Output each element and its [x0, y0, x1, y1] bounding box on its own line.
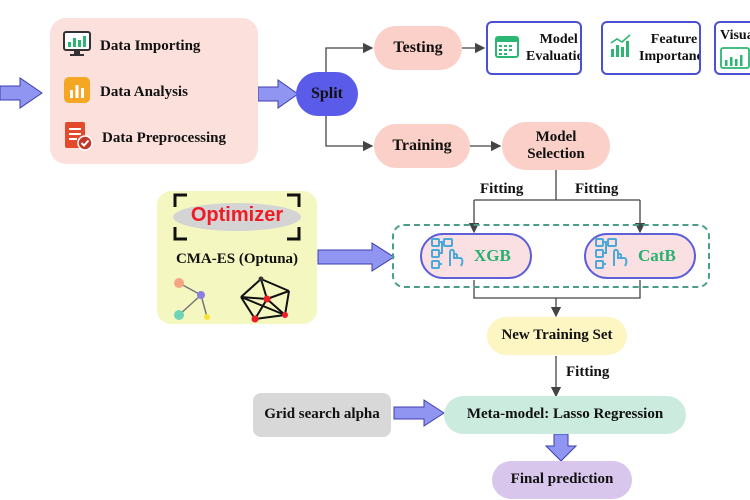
document-check-icon — [62, 120, 94, 157]
model-selection-node[interactable]: Model Selection — [502, 122, 610, 170]
line-chart-icon — [720, 46, 750, 74]
bar-chart-icon — [62, 75, 92, 110]
optimizer-to-models-arrow — [317, 242, 395, 272]
optimizer-badge — [173, 203, 301, 231]
model-selection-line2: Selection — [527, 146, 585, 162]
data-analysis-label: Data Analysis — [100, 83, 188, 100]
testing-node[interactable]: Testing — [374, 26, 462, 70]
final-prediction-node[interactable]: Final prediction — [492, 461, 632, 499]
model-evaluation-line1: Model — [539, 31, 578, 47]
split-to-training-line — [325, 116, 374, 152]
molecule-icon — [174, 278, 210, 320]
optimizer-subtitle: CMA-ES (Optuna) — [175, 251, 299, 267]
grid-to-meta-arrow — [393, 399, 445, 427]
fitting-label-right: Fitting — [575, 181, 619, 197]
tree-hand-icon — [430, 236, 466, 275]
input-arrow — [0, 77, 43, 109]
xgb-label: XGB — [474, 246, 511, 266]
split-node[interactable]: Split — [296, 72, 358, 116]
data-analysis-row[interactable]: Data Analysis — [62, 76, 252, 108]
meta-model-node[interactable]: Meta-model: Lasso Regression — [444, 396, 686, 434]
tree-hand-icon — [594, 236, 630, 275]
data-preprocessing-row[interactable]: Data Preprocessing — [62, 121, 258, 155]
new-training-set-node[interactable]: New Training Set — [487, 317, 627, 355]
model-evaluation-line2: Evaluation — [526, 49, 580, 64]
model-selection-line1: Model — [535, 128, 577, 145]
optimizer-title: Optimizer — [190, 204, 284, 226]
feature-importance-line2: Importance — [639, 49, 699, 64]
optimizer-graphics — [173, 193, 301, 323]
data-importing-label: Data Importing — [100, 37, 201, 54]
split-to-testing-line — [325, 42, 374, 72]
training-node[interactable]: Training — [374, 124, 470, 168]
models-merge-line — [473, 280, 641, 299]
feature-importance-line1: Feature — [650, 31, 698, 47]
fitting-label-bottom: Fitting — [566, 364, 610, 380]
visualization-card[interactable]: Visua — [714, 21, 750, 75]
panel-to-split-arrow — [257, 79, 299, 109]
network-graph-icon — [240, 276, 290, 323]
calendar-grid-icon — [494, 33, 520, 64]
bar-trend-icon — [609, 33, 633, 64]
monitor-chart-icon — [62, 29, 92, 64]
data-preprocessing-label: Data Preprocessing — [102, 129, 227, 146]
fitting-label-left: Fitting — [480, 181, 524, 197]
selection-to-fitting-line — [474, 168, 640, 201]
visualization-line1: Visua — [720, 28, 750, 43]
feature-importance-card[interactable]: Feature Importance — [601, 21, 701, 75]
model-evaluation-card[interactable]: Model Evaluation — [486, 21, 582, 75]
grid-search-node[interactable]: Grid search alpha — [253, 393, 391, 437]
meta-to-final-arrow — [544, 433, 578, 462]
catb-node[interactable]: CatB — [584, 233, 696, 279]
xgb-node[interactable]: XGB — [420, 233, 532, 279]
catb-label: CatB — [638, 246, 676, 266]
models-group-dashed — [392, 224, 710, 288]
data-importing-row[interactable]: Data Importing — [62, 30, 252, 62]
